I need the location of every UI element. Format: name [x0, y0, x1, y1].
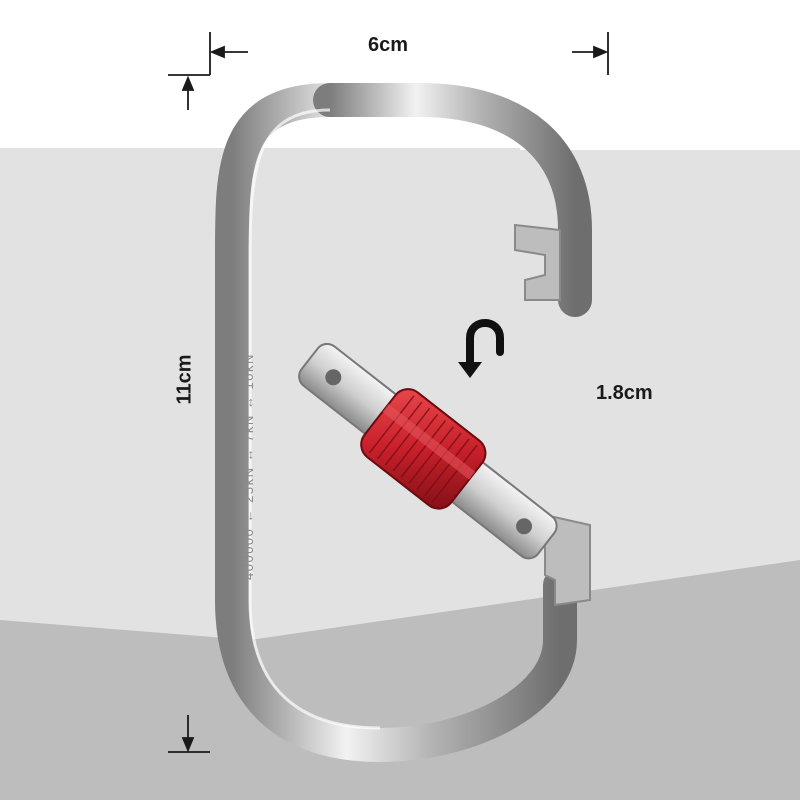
dimension-markers	[168, 32, 609, 753]
rotate-arrow-icon	[458, 319, 504, 378]
height-label: 11cm	[173, 354, 196, 405]
gate-opening-label: 1.8cm	[596, 382, 653, 404]
spine-engraving: 400000 ← 25kN ↔ 7kN ↔ 10kN	[241, 353, 256, 580]
carabiner-body	[214, 83, 592, 763]
width-label: 6cm	[368, 34, 409, 56]
locking-sleeve	[360, 388, 487, 510]
